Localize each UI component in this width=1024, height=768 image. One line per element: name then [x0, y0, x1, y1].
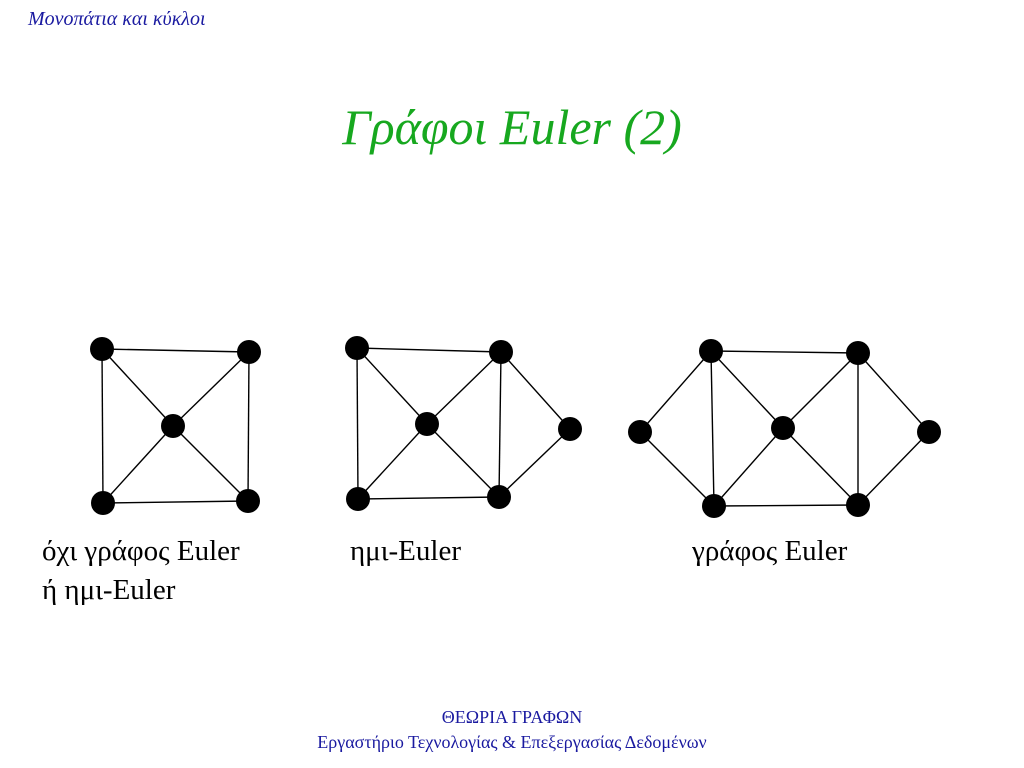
graph-1-edge	[101, 348, 250, 353]
graph-3-caption: γράφος Euler	[692, 532, 847, 571]
graph-2-edge	[356, 347, 359, 500]
graph-3-edge	[782, 427, 859, 506]
graph-2-edge	[357, 496, 500, 500]
graph-2-edge	[426, 423, 500, 498]
graph-3-vertex	[846, 341, 870, 365]
graph-2-edge	[357, 423, 428, 500]
graph-1-edge	[172, 351, 250, 427]
graph-1-vertex	[161, 414, 185, 438]
graph-3-vertex	[628, 420, 652, 444]
graph-2-vertex	[558, 417, 582, 441]
graph-1-edge	[172, 425, 249, 502]
graph-semi-euler	[345, 336, 582, 511]
graph-1-edge	[102, 425, 174, 504]
graph-1-edge	[101, 348, 104, 504]
graph-3-edge	[710, 350, 859, 354]
graph-1-caption-line-1: όχι γράφος Euler	[42, 535, 240, 567]
graph-3-caption-line-1: γράφος Euler	[692, 535, 848, 567]
graph-2-caption-line-1: ημι-Euler	[350, 535, 461, 567]
footer-lab-name: Εργαστήριο Τεχνολογίας & Επεξεργασίας Δε…	[317, 732, 707, 752]
graph-3-edge	[639, 350, 712, 433]
graph-3-edge	[710, 350, 715, 507]
graph-2-edge	[426, 351, 502, 425]
graph-2-edge	[500, 351, 571, 430]
graph-2-vertex	[415, 412, 439, 436]
graph-1-vertex	[236, 489, 260, 513]
slide-title: Γράφοι Euler (2)	[342, 99, 682, 155]
graph-3-edge	[713, 504, 859, 507]
graph-1-vertex	[90, 337, 114, 361]
graph-3-edge	[639, 431, 715, 507]
graph-2-vertex	[487, 485, 511, 509]
footer-course-title: ΘΕΩΡΙΑ ΓΡΑΦΩΝ	[441, 707, 583, 727]
graph-euler	[628, 339, 941, 518]
graph-1-edge	[102, 500, 249, 504]
graph-3-vertex	[846, 493, 870, 517]
graph-2-vertex	[489, 340, 513, 364]
graph-not-euler	[90, 337, 261, 515]
graph-3-vertex	[917, 420, 941, 444]
graph-3-edge	[857, 431, 930, 506]
graph-3-vertex	[699, 339, 723, 363]
graph-2-edge	[498, 428, 571, 498]
graph-2-vertex	[345, 336, 369, 360]
graph-3-vertex	[771, 416, 795, 440]
graph-3-vertex	[702, 494, 726, 518]
graph-1-vertex	[237, 340, 261, 364]
graph-3-edge	[713, 427, 784, 507]
graph-3-edge	[710, 350, 784, 429]
slide-topic-header: Μονοπάτια και κύκλοι	[28, 8, 206, 30]
graph-1-caption: όχι γράφος Euler ή ημι-Euler	[42, 532, 240, 610]
graph-2-vertex	[346, 487, 370, 511]
graph-2-edge	[356, 347, 502, 353]
graph-1-edge	[247, 351, 250, 502]
graph-3-edge	[857, 352, 930, 433]
graph-2-edge	[356, 347, 428, 425]
graph-1-vertex	[91, 491, 115, 515]
graph-2-edge	[498, 351, 502, 498]
graph-3-edge	[782, 352, 859, 429]
graph-2-caption: ημι-Euler	[350, 532, 461, 571]
graph-1-edge	[101, 348, 174, 427]
graph-1-caption-line-2: ή ημι-Euler	[42, 574, 176, 606]
